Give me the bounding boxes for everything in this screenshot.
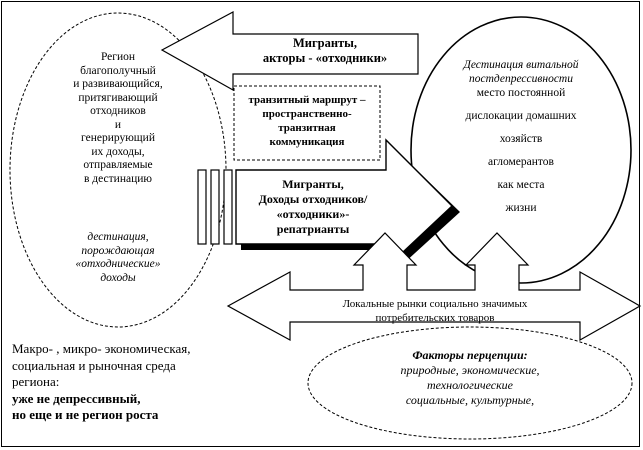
bottom-left-bold-line-1: но еще и не регион роста: [12, 407, 159, 422]
top-arrow-text: Мигранты, акторы - «отходники»: [230, 36, 420, 66]
markets-arrow-shape: [226, 232, 642, 342]
top-arrow-line-0: Мигранты,: [292, 36, 358, 50]
left-italic-line-1: порождающая: [81, 244, 155, 257]
big-arrow-shape: [235, 138, 454, 270]
middle-line-0: транзитный маршрут –: [248, 94, 366, 106]
left-line-3: притягивающий: [78, 91, 158, 104]
middle-box-shape: [233, 85, 381, 161]
top-arrow-line-1: акторы - «отходники»: [262, 51, 388, 65]
bottom-left-text: Макро- , микро- экономическая, социальна…: [12, 341, 252, 424]
bar-1: [197, 169, 207, 245]
perception-line-0: природные, экономические,: [400, 363, 540, 377]
markets-line-1: потребительских товаров: [375, 312, 495, 324]
right-italic-line-0: Дестинация витальной: [463, 59, 579, 71]
big-arrow-text: Мигранты, Доходы отходников/ «отходники»…: [238, 177, 388, 237]
right-line-1: дислокации домашних: [465, 110, 577, 122]
left-line-8: отправляемые: [83, 159, 153, 171]
left-line-9: в дестинацию: [84, 172, 152, 185]
left-region-italic-text: дестинация, порождающая «отходнические» …: [48, 231, 188, 285]
bar-2: [210, 169, 220, 245]
big-arrow-line-2: «отходники»-: [276, 207, 350, 221]
middle-box-text: транзитный маршрут – пространственно- тр…: [234, 93, 380, 149]
left-line-4: отходников: [90, 105, 146, 117]
big-arrow-line-3: репатрианты: [276, 222, 350, 236]
big-arrow-line-1: Доходы отходников/: [258, 192, 368, 206]
bottom-left-line-2: региона:: [12, 374, 60, 389]
left-italic-line-0: дестинация,: [87, 231, 149, 243]
markets-line-0: Локальные рынки социально значимых: [342, 298, 528, 310]
middle-line-1: пространственно-: [262, 108, 352, 120]
right-destination-ellipse: [410, 16, 632, 284]
left-line-2: и развивающийся,: [73, 78, 163, 90]
bottom-left-line-0: Макро- , микро- экономическая,: [12, 341, 191, 356]
left-line-1: благополучный: [80, 64, 156, 77]
left-line-0: Регион: [100, 51, 136, 63]
perception-line-2: социальные, культурные,: [405, 393, 535, 407]
perception-line-1: технологические: [426, 378, 514, 392]
left-line-5: и: [114, 118, 122, 131]
perception-ellipse: [307, 326, 633, 440]
left-italic-line-2: «отходнические»: [75, 258, 161, 270]
middle-line-3: коммуникация: [269, 136, 345, 148]
perception-title: Факторы перцепции:: [412, 348, 528, 362]
left-line-6: генерирующий: [81, 132, 155, 144]
right-line-0: место постоянной: [476, 87, 566, 99]
right-line-5: жизни: [505, 202, 537, 214]
right-destination-text: Дестинация витальной постдепрессивности …: [441, 58, 601, 215]
right-line-4: как места: [497, 179, 545, 191]
right-line-3: агломерантов: [488, 156, 554, 168]
markets-text: Локальные рынки социально значимых потре…: [292, 297, 578, 325]
top-arrow-shape: [160, 10, 419, 92]
right-italic-line-1: постдепрессивности: [469, 73, 573, 85]
left-region-text: Регион благополучный и развивающийся, пр…: [48, 51, 188, 186]
left-italic-line-3: доходы: [100, 271, 136, 284]
bottom-left-line-1: социальная и рыночная среда: [12, 357, 176, 373]
big-arrow-line-0: Мигранты,: [282, 177, 344, 191]
perception-text: Факторы перцепции: природные, экономичес…: [360, 348, 580, 408]
left-line-7: их доходы,: [91, 145, 145, 158]
bottom-left-bold-line-0: уже не депрессивный,: [12, 390, 141, 406]
middle-line-2: транзитная: [278, 122, 336, 134]
bar-3: [223, 169, 233, 245]
right-line-2: хозяйств: [499, 133, 543, 145]
